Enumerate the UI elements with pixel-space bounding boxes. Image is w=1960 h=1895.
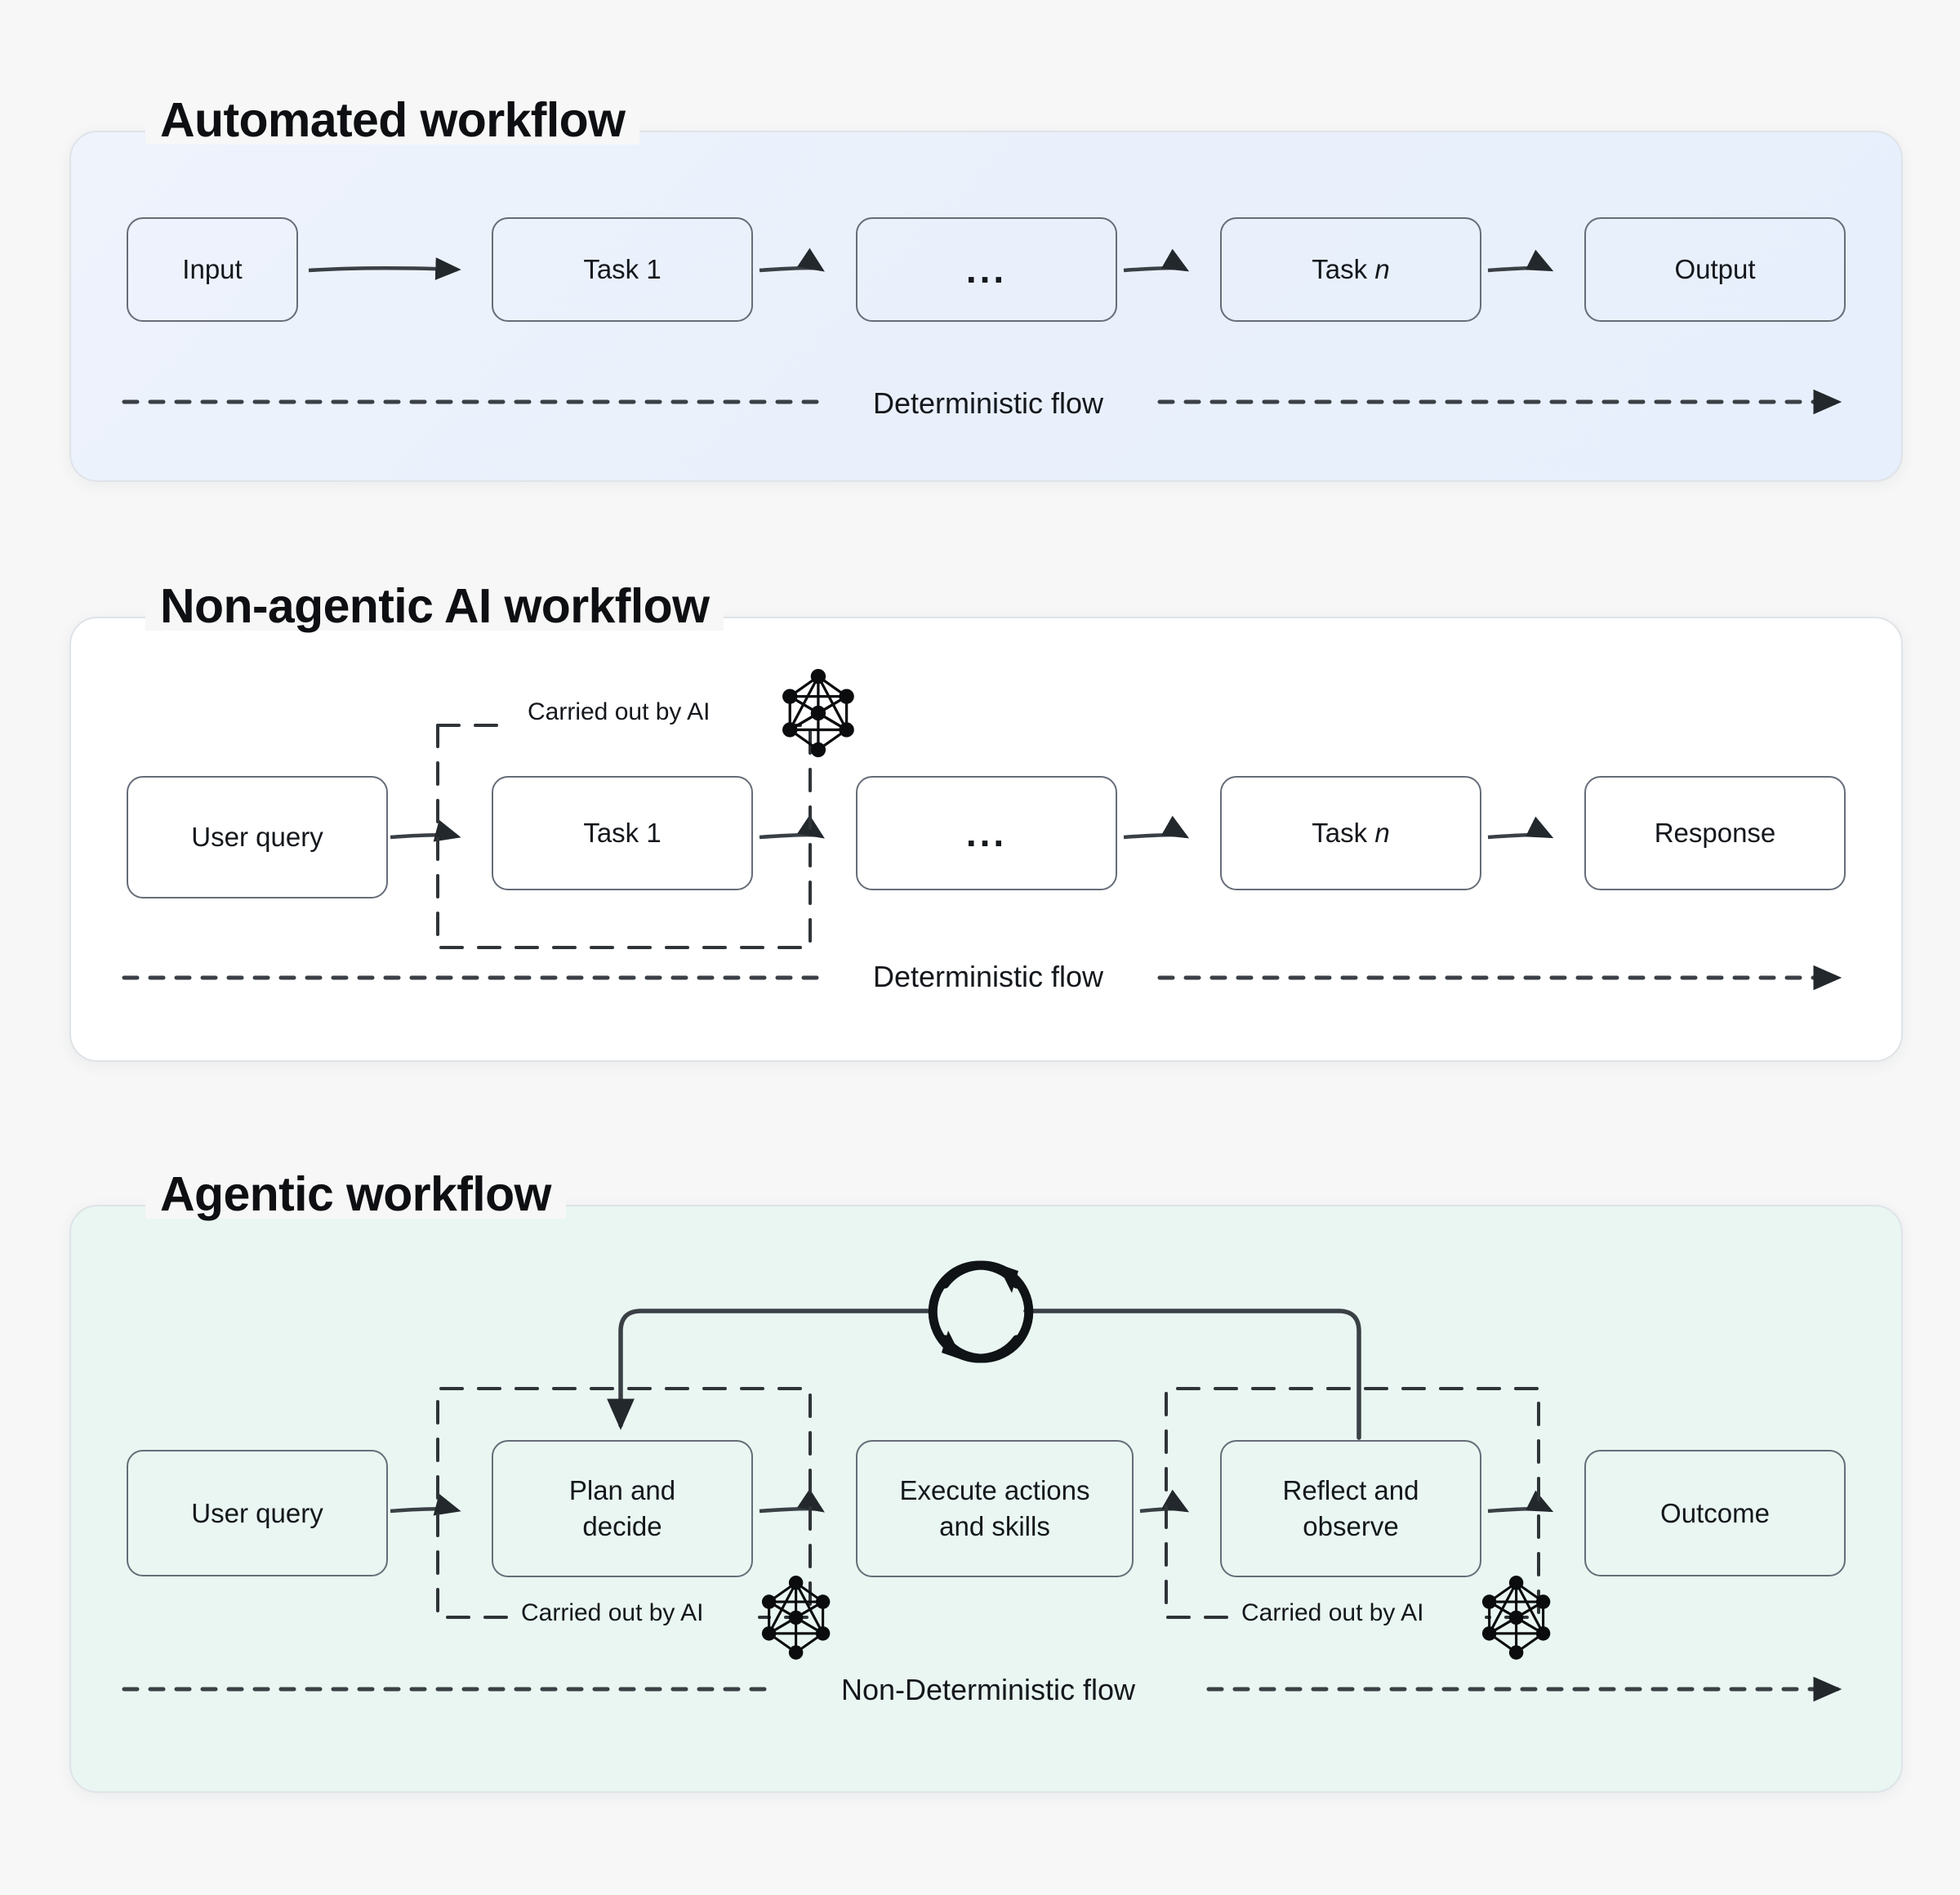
flow-label-deterministic-2: Deterministic flow: [872, 960, 1104, 993]
node-label: Task 1: [583, 818, 662, 849]
panel-title-agentic: Agentic workflow: [145, 1170, 566, 1219]
ai-annotation-label-plan: Carried out by AI: [521, 1599, 704, 1626]
panel-title-nonagentic: Non-agentic AI workflow: [145, 582, 724, 631]
node-task-1: Task 1: [492, 217, 753, 322]
node-label: Response: [1654, 818, 1776, 849]
node-response: Response: [1584, 776, 1846, 890]
flow-label-deterministic-1: Deterministic flow: [872, 386, 1104, 420]
node-task-1: Task 1: [492, 776, 753, 890]
node-label: ...: [965, 247, 1008, 291]
node-outcome: Outcome: [1584, 1450, 1846, 1576]
node-label: ...: [965, 811, 1008, 854]
node-label: Task 1: [583, 254, 662, 285]
node-ellipsis: ...: [856, 776, 1117, 890]
node-label: Output: [1674, 254, 1756, 285]
panel-nonagentic-ai-workflow: [69, 617, 1903, 1062]
ai-annotation-label-reflect: Carried out by AI: [1241, 1599, 1424, 1626]
node-input: Input: [127, 217, 298, 322]
node-label: Input: [182, 254, 243, 285]
ai-annotation-label-task1: Carried out by AI: [528, 698, 710, 725]
node-label: Outcome: [1660, 1497, 1770, 1528]
node-output: Output: [1584, 217, 1846, 322]
node-user-query: User query: [127, 776, 388, 898]
node-task-n: Task n: [1220, 217, 1481, 322]
node-task-n: Task n: [1220, 776, 1481, 890]
flow-label-non-deterministic: Non-Deterministic flow: [840, 1673, 1136, 1706]
node-ellipsis: ...: [856, 217, 1117, 322]
node-label: User query: [191, 822, 323, 853]
node-label: Task n: [1312, 818, 1390, 849]
node-label: Task n: [1312, 254, 1390, 285]
node-user-query: User query: [127, 1450, 388, 1576]
node-label: User query: [191, 1497, 323, 1528]
panel-title-automated: Automated workflow: [145, 96, 640, 145]
